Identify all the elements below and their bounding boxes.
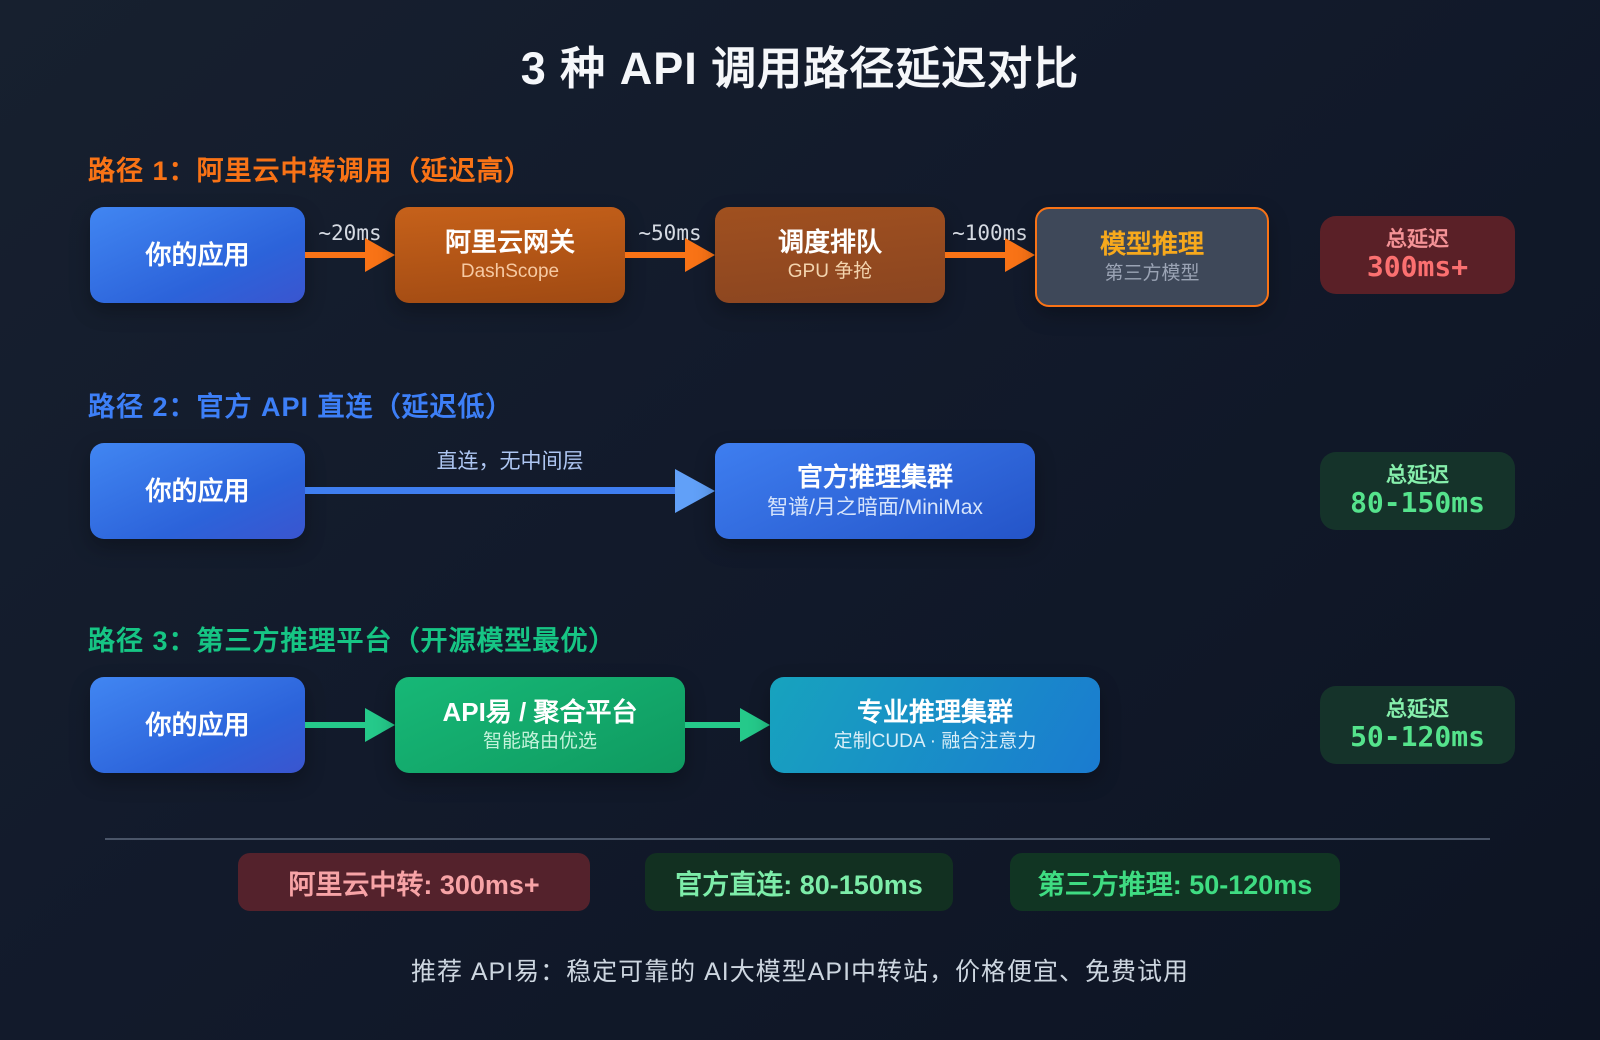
path1-arrow-1: ~20ms [305, 207, 395, 303]
total-value: 50-120ms [1350, 720, 1485, 753]
arrow-head-icon [740, 708, 770, 742]
path2-header: 路径 2：官方 API 直连（延迟低） [88, 392, 514, 422]
arrow-head-icon [675, 469, 715, 513]
path3-total-latency: 总延迟 50-120ms [1320, 686, 1515, 764]
arrow-shaft [305, 252, 367, 258]
arrow-head-icon [365, 708, 395, 742]
path3-arrow-2 [685, 677, 770, 773]
path2-arrow-direct: 直连，无中间层 [305, 443, 715, 539]
node-title: API易 / 聚合平台 [442, 697, 638, 727]
node-subtitle: 智谱/月之暗面/MiniMax [767, 496, 983, 519]
node-title: 你的应用 [145, 476, 250, 506]
node-subtitle: 智能路由优选 [482, 731, 597, 752]
path2-node-your-app: 你的应用 [90, 443, 305, 539]
path3-header: 路径 3：第三方推理平台（开源模型最优） [88, 626, 617, 656]
total-value: 300ms+ [1366, 250, 1469, 283]
summary-pill-official: 官方直连: 80-150ms [645, 853, 953, 911]
path1-header: 路径 1：阿里云中转调用（延迟高） [88, 156, 533, 186]
path1-node-gateway: 阿里云网关 DashScope [395, 207, 625, 303]
node-title: 阿里云网关 [444, 227, 575, 257]
total-label: 总延迟 [1386, 464, 1449, 487]
summary-pill-aliyun: 阿里云中转: 300ms+ [238, 853, 590, 911]
arrow-head-icon [685, 238, 715, 272]
path3-arrow-1 [305, 677, 395, 773]
node-subtitle: GPU 争抢 [787, 261, 873, 282]
node-title: 你的应用 [145, 240, 250, 270]
node-title: 官方推理集群 [796, 462, 953, 492]
path2-node-official-cluster: 官方推理集群 智谱/月之暗面/MiniMax [715, 443, 1035, 539]
arrow-shaft [945, 252, 1007, 258]
node-subtitle: 定制CUDA · 融合注意力 [833, 731, 1037, 752]
arrow-shaft [625, 252, 687, 258]
page-title: 3 种 API 调用路径延迟对比 [520, 43, 1080, 94]
path3-node-pro-cluster: 专业推理集群 定制CUDA · 融合注意力 [770, 677, 1100, 773]
node-subtitle: DashScope [460, 261, 560, 282]
arrow-shaft [685, 722, 742, 728]
arrow-head-icon [365, 238, 395, 272]
total-label: 总延迟 [1386, 228, 1449, 251]
arrow-shaft [305, 722, 367, 728]
node-title: 调度排队 [777, 227, 882, 257]
node-title: 专业推理集群 [856, 697, 1013, 727]
total-value: 80-150ms [1350, 486, 1485, 519]
path1-arrow-2: ~50ms [625, 207, 715, 303]
direct-connect-label: 直连，无中间层 [436, 450, 584, 473]
path1-total-latency: 总延迟 300ms+ [1320, 216, 1515, 294]
total-label: 总延迟 [1386, 698, 1449, 721]
path2-total-latency: 总延迟 80-150ms [1320, 452, 1515, 530]
node-title: 模型推理 [1099, 229, 1204, 259]
path1-arrow-3: ~100ms [945, 207, 1035, 303]
node-title: 你的应用 [145, 710, 250, 740]
path3-node-apiyi: API易 / 聚合平台 智能路由优选 [395, 677, 685, 773]
path3-node-your-app: 你的应用 [90, 677, 305, 773]
arrow-head-icon [1005, 238, 1035, 272]
path1-node-inference: 模型推理 第三方模型 [1035, 207, 1269, 307]
node-subtitle: 第三方模型 [1104, 263, 1200, 284]
path1-node-your-app: 你的应用 [90, 207, 305, 303]
path1-node-queue: 调度排队 GPU 争抢 [715, 207, 945, 303]
summary-pill-thirdparty: 第三方推理: 50-120ms [1010, 853, 1340, 911]
arrow-shaft [305, 487, 679, 494]
summary-divider [105, 838, 1490, 840]
footer-recommendation: 推荐 API易：稳定可靠的 AI大模型API中转站，价格便宜、免费试用 [410, 958, 1190, 986]
